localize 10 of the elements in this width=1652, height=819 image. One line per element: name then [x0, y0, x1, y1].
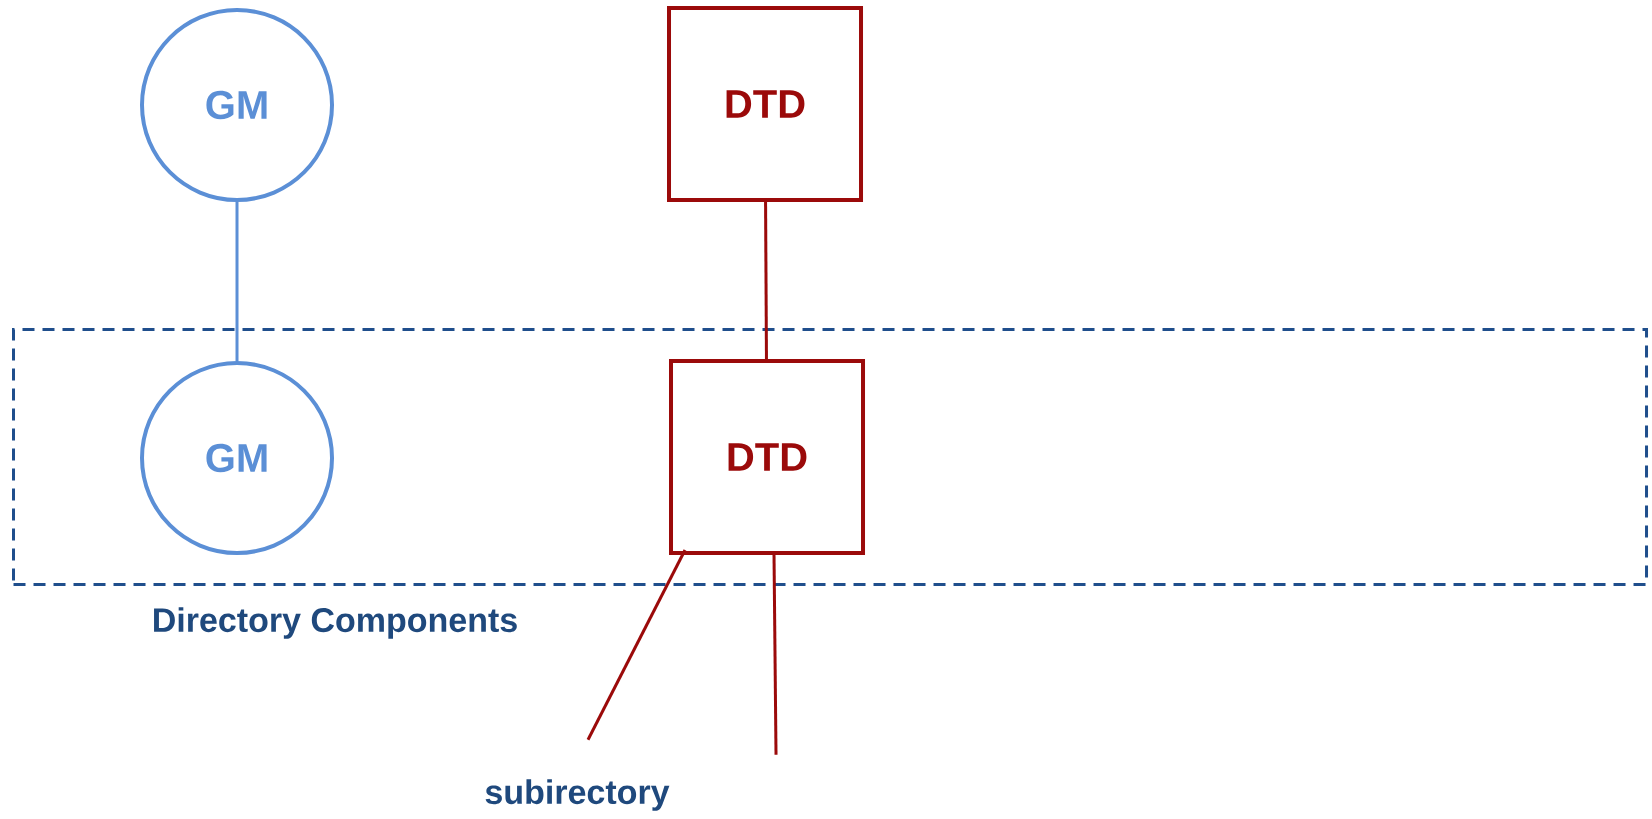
connector-line [772, 555, 778, 755]
square-node: DTD [669, 359, 865, 555]
circle-node: GM [140, 8, 334, 202]
square-node: DTD [667, 6, 863, 202]
group-label: Directory Components [154, 607, 517, 639]
connector-line [586, 549, 687, 741]
text-label: subirectory [485, 779, 670, 811]
connector-line [235, 202, 239, 361]
connector-line [764, 202, 768, 360]
circle-node: GM [140, 361, 334, 555]
